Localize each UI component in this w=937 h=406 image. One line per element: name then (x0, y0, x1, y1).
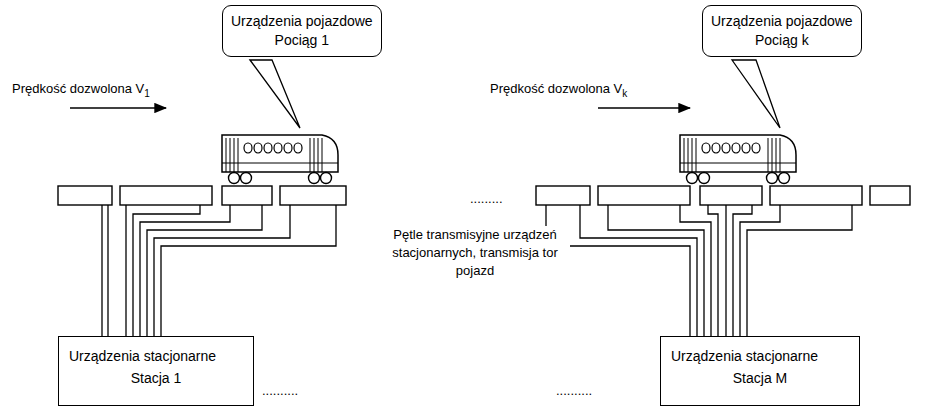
train-door (696, 138, 697, 172)
train-window (244, 143, 252, 153)
ellipsis: .......... (556, 382, 592, 400)
train-window (722, 143, 730, 153)
train-window (274, 143, 282, 153)
node-name: Stacja 1 (69, 367, 243, 389)
station-box: Urządzenia stacjonarneStacja 1 (58, 336, 254, 406)
train-wheel (229, 173, 240, 184)
train-window (254, 143, 262, 153)
loop-description: Pętle transmisyjne urządzeń stacjonarnyc… (392, 227, 557, 278)
ellipsis: ......... (470, 191, 503, 206)
train-door (314, 138, 315, 172)
train-wheel (767, 173, 778, 184)
train-wheel (779, 173, 790, 184)
trains (222, 135, 796, 184)
train-door (310, 138, 311, 172)
ellipsis: .......... (556, 383, 592, 398)
train-window (742, 143, 750, 153)
train-door (772, 138, 773, 172)
train-door (318, 138, 319, 172)
loop-description: Pętle transmisyjne urządzeń stacjonarnyc… (380, 226, 570, 280)
node-name: Pociąg k (711, 31, 853, 50)
train-wheel (321, 173, 332, 184)
train-door (226, 138, 227, 172)
train-stripe (680, 163, 796, 164)
ellipsis: .......... (262, 383, 298, 398)
vehicle-callout: Urządzenia pojazdowePociąg k (702, 5, 862, 57)
station-box: Urządzenia stacjonarneStacja M (660, 336, 860, 406)
train-door (322, 138, 323, 172)
node-name: Stacja M (671, 367, 849, 389)
speed-subscript: 1 (144, 88, 150, 99)
ellipsis: .......... (262, 382, 298, 400)
ellipsis: ......... (470, 190, 503, 208)
node-heading: Urządzenia pojazdowe (231, 12, 373, 31)
train-wheel (699, 173, 710, 184)
train-window (264, 143, 272, 153)
train-door (234, 138, 235, 172)
train-body (222, 135, 338, 172)
train-door (692, 138, 693, 172)
speed-label: Prędkość dozwolona V1 (12, 80, 150, 103)
track-loops (58, 186, 910, 205)
loop-wires (102, 205, 852, 336)
vehicle-callout: Urządzenia pojazdowePociąg 1 (222, 5, 382, 57)
node-name: Pociąg 1 (231, 31, 373, 50)
train-window (732, 143, 740, 153)
speed-label: Prędkość dozwolona V (12, 81, 144, 96)
train-door (688, 138, 689, 172)
train-window (702, 143, 710, 153)
speed-label: Prędkość dozwolona Vk (490, 80, 627, 103)
bubble-tails (250, 60, 780, 128)
train-wheel (241, 173, 252, 184)
speed-subscript: 1 (144, 88, 150, 99)
train-door (768, 138, 769, 172)
train-stripe (222, 163, 338, 164)
train-wheel (687, 173, 698, 184)
node-heading: Urządzenia stacjonarne (69, 345, 243, 367)
speed-arrows (70, 107, 690, 108)
speed-subscript: k (622, 88, 627, 99)
node-heading: Urządzenia pojazdowe (711, 12, 853, 31)
train-body (680, 135, 796, 172)
speed-subscript: k (622, 88, 627, 99)
train-window (294, 143, 302, 153)
train-wheel (309, 173, 320, 184)
train-window (284, 143, 292, 153)
train-door (230, 138, 231, 172)
train-window (752, 143, 760, 153)
train-door (780, 138, 781, 172)
speed-label: Prędkość dozwolona V (490, 81, 622, 96)
train-window (712, 143, 720, 153)
train-door (776, 138, 777, 172)
train-door (684, 138, 685, 172)
train-door (238, 138, 239, 172)
node-heading: Urządzenia stacjonarne (671, 345, 849, 367)
